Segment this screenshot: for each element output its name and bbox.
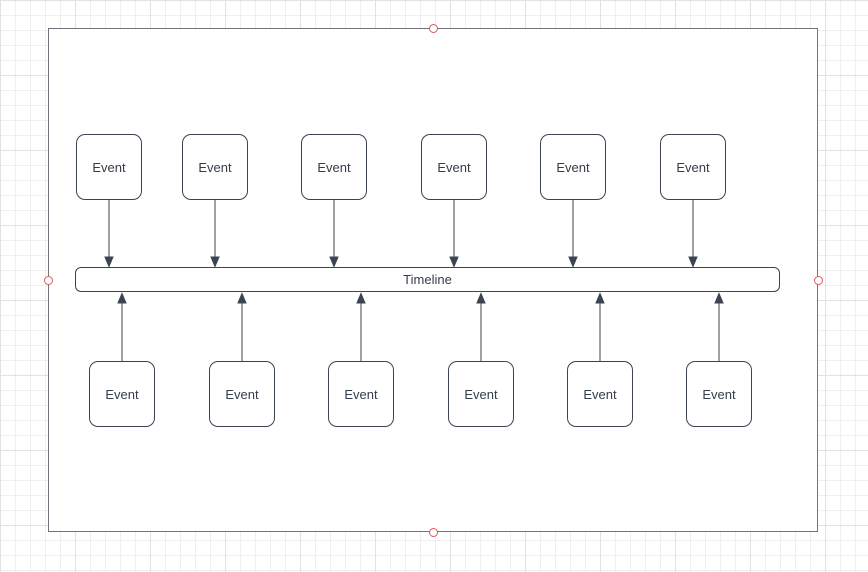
event-label: Event	[556, 159, 590, 175]
event-box[interactable]: Event	[660, 134, 726, 200]
timeline-bar[interactable]: Timeline	[75, 267, 780, 292]
event-label: Event	[702, 386, 736, 402]
timeline-label: Timeline	[403, 272, 452, 287]
event-box[interactable]: Event	[182, 134, 248, 200]
page-anchor-bottom[interactable]	[428, 527, 438, 537]
event-box[interactable]: Event	[540, 134, 606, 200]
event-label: Event	[225, 386, 259, 402]
event-box[interactable]: Event	[567, 361, 633, 427]
event-label: Event	[344, 386, 378, 402]
event-box[interactable]: Event	[209, 361, 275, 427]
event-box[interactable]: Event	[421, 134, 487, 200]
page-anchor-right[interactable]	[813, 275, 823, 285]
event-box[interactable]: Event	[76, 134, 142, 200]
page-anchor-top[interactable]	[428, 23, 438, 33]
page-anchor-left[interactable]	[43, 275, 53, 285]
event-label: Event	[437, 159, 471, 175]
event-label: Event	[583, 386, 617, 402]
event-label: Event	[198, 159, 232, 175]
event-label: Event	[105, 386, 139, 402]
event-box[interactable]: Event	[448, 361, 514, 427]
event-box[interactable]: Event	[686, 361, 752, 427]
event-label: Event	[92, 159, 126, 175]
event-label: Event	[464, 386, 498, 402]
event-label: Event	[317, 159, 351, 175]
event-box[interactable]: Event	[301, 134, 367, 200]
event-box[interactable]: Event	[328, 361, 394, 427]
event-box[interactable]: Event	[89, 361, 155, 427]
event-label: Event	[676, 159, 710, 175]
